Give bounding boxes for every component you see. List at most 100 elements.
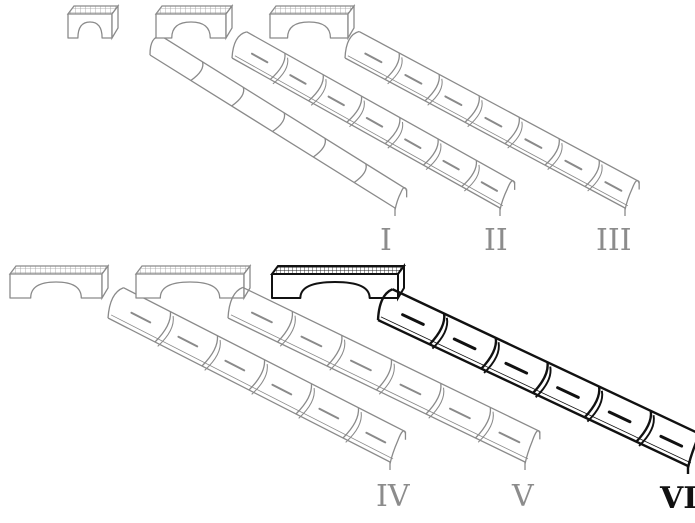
tube-slot	[177, 335, 199, 348]
tube-joint-lip	[483, 342, 500, 374]
tube-back-cap	[231, 31, 247, 59]
tube-slot	[399, 383, 422, 396]
support-stand-vi	[270, 263, 406, 302]
tube-front-opening	[389, 430, 407, 470]
tube-joint	[312, 138, 327, 158]
tube-slot	[442, 159, 460, 171]
tube-slot	[271, 383, 293, 396]
tube-i	[149, 35, 408, 216]
tube-joint-lip	[298, 388, 315, 419]
tube-back-cap	[376, 288, 394, 321]
tube-back-cap	[344, 30, 360, 59]
tube-edge	[344, 30, 640, 209]
variant-iii: III	[268, 4, 640, 258]
support-stand-ii	[154, 4, 234, 41]
tube-edge	[149, 35, 407, 209]
stand-front	[155, 13, 227, 39]
stand-grid-top	[8, 265, 110, 275]
tube-joint-lip	[310, 79, 327, 106]
tube-joint-lip	[378, 363, 395, 395]
tube-joint-lip	[387, 57, 403, 85]
tube-joint	[248, 359, 266, 391]
tube-joint	[269, 53, 286, 80]
tube-slot	[498, 431, 521, 444]
tube-ridge	[230, 314, 529, 460]
tube-ridge	[110, 314, 394, 460]
tube-joint	[425, 383, 442, 415]
tube-joint	[475, 407, 492, 439]
tube-slot	[484, 116, 503, 128]
tube-front-opening	[524, 430, 541, 470]
tube-edge	[377, 288, 695, 468]
tube-slot	[444, 95, 463, 107]
support-stand-v	[134, 264, 252, 301]
tube-joint	[295, 383, 313, 415]
tube-slot	[404, 138, 422, 150]
tube-joint	[544, 138, 560, 166]
tube-slot	[349, 359, 372, 372]
tube-joint-lip	[345, 412, 362, 443]
variant-ii: II	[154, 4, 516, 258]
tube-iv	[107, 287, 407, 470]
tube-joint	[326, 335, 343, 367]
tube-joint-lip	[586, 390, 604, 423]
tube-joint	[424, 74, 440, 102]
stand-side	[101, 264, 109, 301]
tube-joint	[342, 407, 360, 439]
support-stand-iv	[8, 264, 110, 301]
tube-slot	[365, 431, 387, 444]
tube-slot	[564, 159, 583, 171]
tube-slot	[556, 386, 580, 399]
tube-joint	[190, 61, 204, 82]
tube-joint	[422, 138, 439, 166]
tube-joint-lip	[507, 121, 523, 149]
tube-joint	[635, 410, 653, 443]
stand-grid-top	[66, 5, 120, 15]
tube-ridge	[380, 316, 692, 464]
tube-joint	[201, 335, 219, 367]
tube-front-opening	[624, 179, 640, 216]
tube-joint-lip	[464, 164, 480, 192]
tube-slot	[224, 359, 246, 372]
tube-joint-lip	[204, 340, 221, 371]
tube-back-cap	[107, 287, 124, 319]
tube-joint-lip	[279, 315, 296, 347]
tube-joint-lip	[251, 364, 268, 395]
stand-front	[9, 273, 103, 299]
tube-joint	[504, 117, 520, 145]
tube-joint	[480, 337, 498, 370]
tube-joint-lip	[535, 366, 552, 398]
tube-slot	[604, 181, 623, 192]
tube-slot	[659, 434, 684, 448]
variant-vi: VI	[270, 263, 695, 516]
tube-joint	[384, 52, 400, 80]
tube-slot	[524, 138, 543, 149]
tube-slot	[364, 52, 383, 64]
tube-slot	[318, 407, 340, 420]
stand-grid-top	[270, 265, 406, 275]
tube-v	[227, 286, 541, 470]
tube-front-opening	[499, 180, 516, 216]
tube-slot	[452, 337, 477, 351]
tube-joint-lip	[387, 121, 404, 149]
stand-front	[269, 13, 349, 39]
tube-joint	[308, 74, 324, 102]
tube-slot	[448, 407, 471, 420]
stand-front	[271, 273, 399, 299]
tube-joint-lip	[638, 415, 655, 447]
tube-ii	[231, 31, 516, 216]
tube-joint	[461, 160, 478, 188]
label-iii: III	[596, 223, 632, 258]
tube-edge	[231, 31, 515, 209]
stand-side	[225, 4, 233, 41]
tube-slot	[401, 313, 425, 326]
tube-slot	[289, 74, 307, 85]
label-iv: IV	[376, 479, 411, 514]
stand-grid-top	[134, 265, 252, 275]
tube-joint	[384, 117, 401, 145]
tube-joint	[277, 311, 294, 343]
tube-slot	[404, 74, 423, 85]
stand-front	[67, 13, 113, 39]
tube-joint-lip	[427, 78, 443, 106]
